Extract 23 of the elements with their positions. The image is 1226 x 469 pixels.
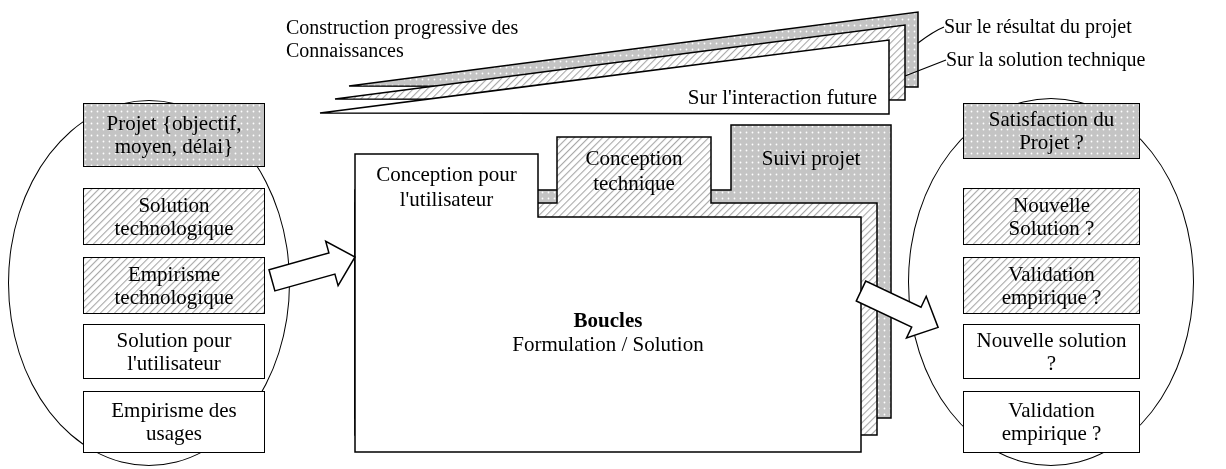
shaded-concept-box: Validation empirique ? xyxy=(963,257,1140,314)
concept-box: Solution pour l'utilisateur xyxy=(83,324,265,379)
annotation-text: Sur le résultat du projet xyxy=(944,14,1226,40)
folder-tab-label: Suivi projet xyxy=(760,145,862,172)
shaded-concept-box: Nouvelle Solution ? xyxy=(963,188,1140,245)
block-arrow xyxy=(855,280,940,340)
shaded-concept-box: Solution technologique xyxy=(83,188,265,245)
shaded-concept-box: Empirisme technologique xyxy=(83,257,265,314)
shaded-concept-box: Satisfaction du Projet ? xyxy=(963,103,1140,159)
block-arrow xyxy=(268,239,357,292)
leader-line xyxy=(904,59,947,77)
folder-heading: Boucles xyxy=(572,308,644,332)
concept-box: Validation empirique ? xyxy=(963,391,1140,453)
folder-tab-label: Conception pour l'utilisateur xyxy=(375,160,518,213)
folder-body-text: Formulation / Solution xyxy=(511,332,705,356)
folder-tab-label: Conception technique xyxy=(584,145,684,197)
concept-box: Nouvelle solution ? xyxy=(963,324,1140,379)
leader-line xyxy=(917,26,945,44)
annotation-text: Sur la solution technique xyxy=(946,47,1226,73)
wedge-label: Sur l'interaction future xyxy=(687,85,877,109)
diagram-label: Construction progressive des Connaissances xyxy=(286,16,520,62)
shaded-concept-box: Projet {objectif, moyen, délai} xyxy=(83,103,265,167)
concept-box: Empirisme des usages xyxy=(83,391,265,453)
